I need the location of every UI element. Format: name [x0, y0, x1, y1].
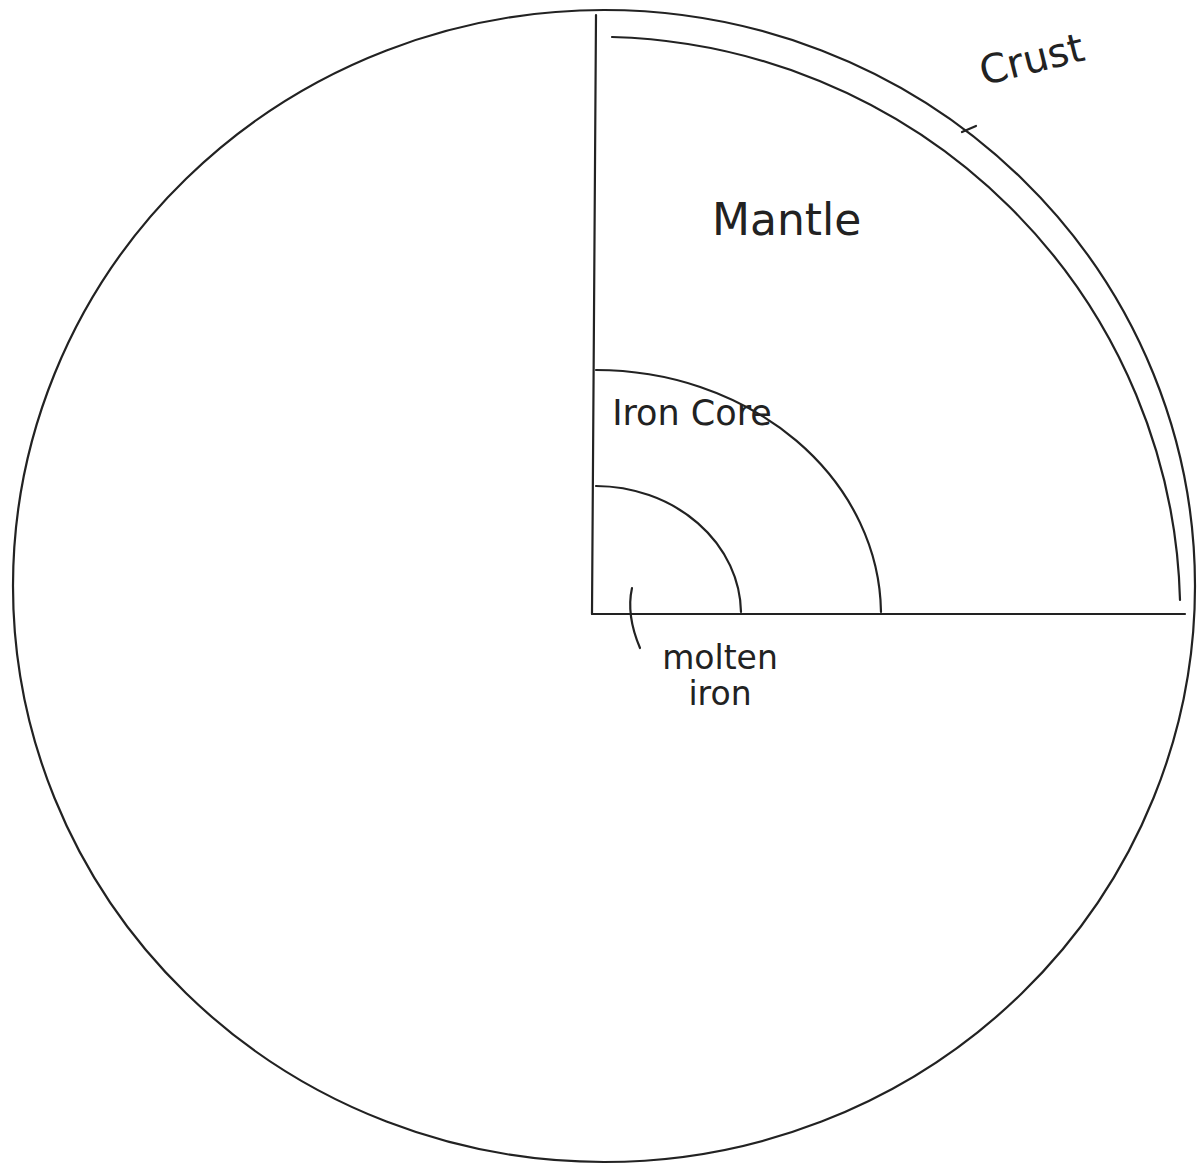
core-label: Iron Core — [612, 394, 772, 433]
mantle-label: Mantle — [712, 196, 952, 244]
leader-line — [962, 126, 976, 132]
inner-core-boundary — [596, 486, 741, 612]
crust-boundary — [612, 37, 1180, 600]
earth-outline — [13, 10, 1195, 1162]
leader-line — [630, 588, 640, 648]
crust-label: Crust — [975, 10, 1151, 94]
core-boundary — [596, 370, 881, 612]
quadrant-edge — [592, 15, 596, 614]
quadrant-edge — [592, 613, 1185, 615]
inner-core-label: molten iron — [640, 640, 800, 713]
